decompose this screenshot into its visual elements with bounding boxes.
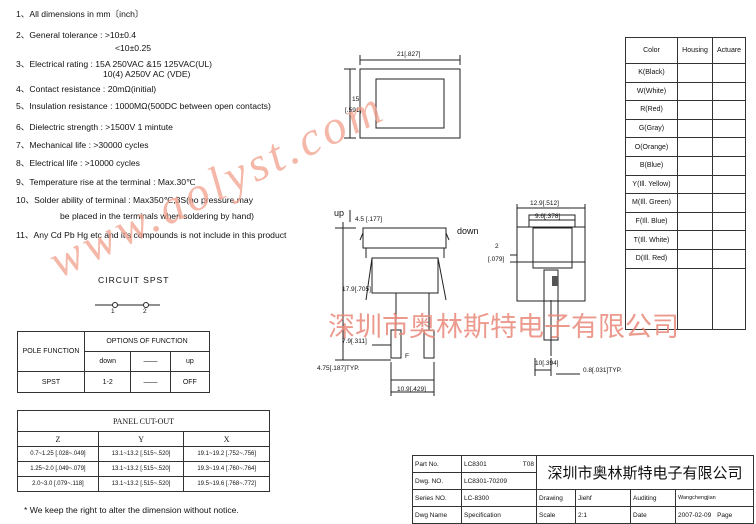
part-no-label: Part No.	[412, 455, 462, 473]
drawing-label: Drawing	[536, 489, 576, 507]
auditing-label: Auditing	[630, 489, 676, 507]
table-row: Y(Ill. Yellow)	[625, 174, 746, 195]
color-table: Color Housing Actuare K(Black) W(White) …	[625, 37, 746, 330]
circuit-pin-2: 2	[143, 308, 147, 315]
series-value: LC-8300	[461, 489, 537, 507]
dim-9-6: 9.6[.378]	[535, 213, 561, 220]
color-name: Y(Ill. Yellow)	[625, 174, 678, 195]
spec-line: be placed in the terminals when solderin…	[60, 211, 254, 221]
dim-height-left-inch: [.591]	[345, 107, 362, 114]
dim-2: 2	[495, 243, 499, 250]
color-name: O(Orange)	[625, 137, 678, 157]
actuare-header: Actuare	[712, 37, 746, 64]
table-row: D(Ill. Red)	[625, 248, 746, 269]
company-name: 深圳市奥林斯特电子有限公司	[536, 455, 754, 490]
drawing-value: Jiehf	[575, 489, 631, 507]
color-name: M(Ill. Green)	[625, 193, 678, 213]
row-up: OFF	[169, 371, 211, 393]
table-row: T(Ill. White)	[625, 230, 746, 250]
date-value: 2007-02-09	[678, 511, 712, 519]
spec-line: 4、Contact resistance : 20mΩ(initial)	[16, 84, 157, 94]
page-label: Page	[717, 511, 733, 519]
color-name: D(Ill. Red)	[625, 248, 678, 269]
spec-line: 10(4) A250V AC (VDE)	[103, 69, 191, 79]
color-header: Color	[625, 37, 678, 64]
spec-line: 1、All dimensions in mm〔inch〕	[16, 9, 144, 19]
title-block: Part No. LC8301 T08 深圳市奥林斯特电子有限公司 Dwg. NO…	[412, 455, 754, 524]
dim-12-9: 12.9[.512]	[530, 200, 559, 207]
dim-0-8: 0.8[.031]TYP.	[583, 367, 622, 374]
watermark-company: 深圳市奥林斯特电子有限公司	[328, 312, 679, 343]
dim-4-5: 4.5 [.177]	[355, 216, 383, 223]
table-row: O(Orange)	[625, 137, 746, 157]
color-name: K(Black)	[625, 63, 678, 83]
date-label: Date	[630, 506, 676, 524]
spec-line: 2、General tolerance : >10±0.4	[16, 30, 137, 40]
dim-10-9: 10.9[.429]	[397, 386, 426, 393]
table-row: R(Red)	[625, 100, 746, 120]
table-row: M(Ill. Green)	[625, 193, 746, 213]
dim-10: 10[.394]	[535, 360, 559, 367]
dim-17-9: 17.9[.705]	[342, 286, 371, 293]
circuit-pin-1: 1	[111, 308, 115, 315]
table-row: 2.0~3.0 [.079~.118] 13.1~13.2 [.515~.520…	[17, 476, 270, 492]
color-name: G(Gray)	[625, 118, 678, 139]
dim-height-left: 15	[352, 96, 360, 103]
color-name: B(Blue)	[625, 155, 678, 176]
spec-line: 8、Electrical life : >10000 cycles	[16, 158, 140, 168]
table-row: F(Ill. Blue)	[625, 211, 746, 232]
dim-4-75: 4.75[.187]TYP.	[317, 365, 360, 372]
label-f: F	[405, 353, 409, 360]
row-down: 1-2	[83, 371, 132, 393]
spec-line: 7、Mechanical life : >30000 cycles	[16, 140, 149, 150]
scale-label: Scale	[536, 506, 576, 524]
color-name: T(Ill. White)	[625, 230, 678, 250]
spec-line: 3、Electrical rating : 15A 250VAC &15 125…	[16, 59, 213, 69]
scale-value: 2:1	[575, 506, 631, 524]
cutout-cell: 19.5~19.6 [.768~.772]	[183, 476, 270, 492]
color-name: W(White)	[625, 81, 678, 102]
table-row: B(Blue)	[625, 155, 746, 176]
part-no-value: LC8301	[464, 460, 487, 468]
row-label: SPST	[17, 371, 85, 393]
spec-line: 6、Dielectric strength : >1500V 1 mintute	[16, 122, 173, 132]
pole-function-table: POLE FUNCTION OPTIONS OF FUNCTION down —…	[17, 331, 211, 393]
auditing-value: Wangchengjian	[675, 489, 754, 507]
label-down: down	[457, 226, 479, 236]
dim-7-9: 7.9[.311]	[342, 338, 367, 345]
pole-function-label: POLE FUNCTION	[17, 331, 85, 372]
spec-line: 9、Temperature rise at the terminal : Max…	[16, 177, 196, 187]
housing-header: Housing	[676, 37, 714, 64]
dwg-name-value: Specification	[461, 506, 537, 524]
part-no-suffix: T08	[522, 460, 534, 468]
spec-line: <10±0.25	[115, 43, 152, 53]
label-up: up	[334, 208, 345, 218]
table-row: W(White)	[625, 81, 746, 102]
dim-width-top: 21[.827]	[397, 51, 421, 58]
spec-line: 10、Solder ability of terminal : Max350℃,…	[16, 195, 254, 205]
dwg-no-label: Dwg. NO.	[412, 472, 462, 490]
panel-cutout-table: PANEL CUT-OUT Z Y X 0.7~1.25 [.028~.049]…	[17, 410, 270, 492]
dim-2-inch: [.079]	[488, 256, 505, 263]
color-name: F(Ill. Blue)	[625, 211, 678, 232]
table-row: K(Black)	[625, 63, 746, 83]
cutout-cell: 2.0~3.0 [.079~.118]	[17, 476, 99, 492]
color-name: R(Red)	[625, 100, 678, 120]
circuit-title: CIRCUIT SPST	[98, 275, 170, 285]
disclaimer-note: * We keep the right to alter the dimensi…	[24, 505, 239, 515]
dwg-no-value: LC8301-70209	[461, 472, 537, 490]
spec-line: 11、Any Cd Pb Hg etc and it's compounds i…	[16, 230, 287, 240]
dwg-name-label: Dwg Name	[412, 506, 462, 524]
series-label: Series NO.	[412, 489, 462, 507]
spec-line: 5、Insulation resistance : 1000MΩ(500DC b…	[16, 101, 271, 111]
table-row: G(Gray)	[625, 118, 746, 139]
